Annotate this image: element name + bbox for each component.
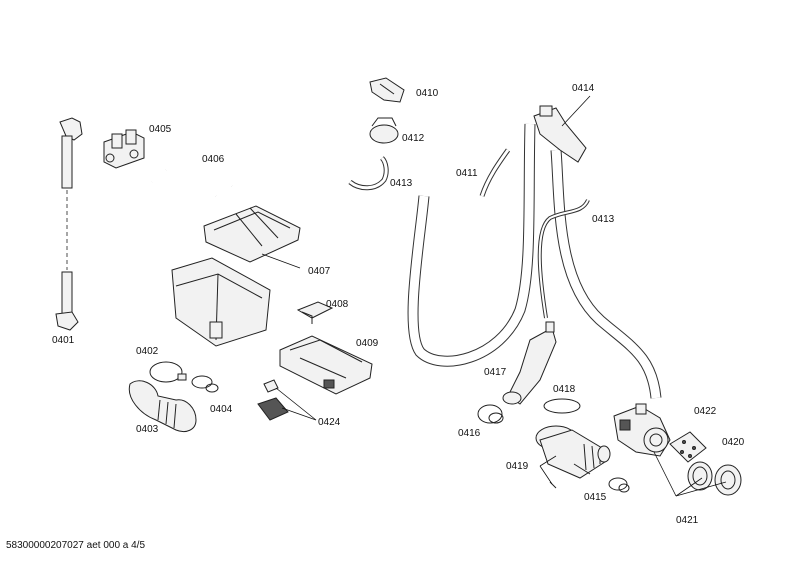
label-0420: 0420 xyxy=(722,437,745,448)
part-pump-motor xyxy=(613,403,671,457)
leader-lines xyxy=(261,95,727,497)
label-0401: 0401 xyxy=(52,335,75,346)
part-drain-hose-large xyxy=(407,123,662,399)
part-0404-clip xyxy=(191,375,219,393)
label-0403: 0403 xyxy=(136,424,159,435)
label-0413-left: 0413 xyxy=(390,178,413,189)
label-0412: 0412 xyxy=(402,133,425,144)
label-0422: 0422 xyxy=(694,406,717,417)
label-0413-right: 0413 xyxy=(592,214,615,225)
document-footer: 58300000207027 aet 000 a 4/5 xyxy=(6,540,146,551)
label-0418: 0418 xyxy=(553,384,576,395)
part-0405-valve xyxy=(103,129,145,169)
part-0401-inlet-hose xyxy=(55,117,83,331)
label-0402: 0402 xyxy=(136,346,159,357)
label-0409: 0409 xyxy=(356,338,379,349)
label-0406: 0406 xyxy=(202,154,225,165)
label-0416: 0416 xyxy=(458,428,481,439)
part-0408-insert xyxy=(296,301,334,324)
label-0410: 0410 xyxy=(416,88,439,99)
label-0407: 0407 xyxy=(308,266,331,277)
part-0415-clip xyxy=(608,477,630,493)
label-0421: 0421 xyxy=(676,515,699,526)
label-0411: 0411 xyxy=(456,168,478,179)
part-0413-thin-hose xyxy=(537,199,590,319)
label-0417: 0417 xyxy=(484,367,507,378)
label-0405: 0405 xyxy=(149,124,172,135)
label-0408: 0408 xyxy=(326,299,349,310)
part-0402-clamp xyxy=(149,361,187,383)
part-0419-pump-housing xyxy=(535,425,611,489)
part-0414-elbow xyxy=(533,105,587,163)
part-0417-sump-hose xyxy=(502,321,557,405)
label-0415: 0415 xyxy=(584,492,607,503)
part-0412-pressure-switch xyxy=(369,117,399,144)
label-0414: 0414 xyxy=(572,83,595,94)
part-0403-bellows xyxy=(128,380,197,433)
part-0420-filter xyxy=(687,461,742,496)
label-0424: 0424 xyxy=(318,417,341,428)
part-0411-hose xyxy=(479,148,511,197)
part-0409-drawer xyxy=(279,335,373,395)
part-0422-gasket xyxy=(669,431,707,463)
part-0406-hoses xyxy=(151,166,234,197)
part-0418-ring xyxy=(543,398,581,414)
part-0424-bracket xyxy=(257,379,289,421)
label-0419: 0419 xyxy=(506,461,529,472)
part-0407-drawer-housing xyxy=(171,205,301,347)
part-0416-clamp xyxy=(477,404,504,424)
part-0410-sensor xyxy=(369,77,405,103)
label-0404: 0404 xyxy=(210,404,233,415)
part-0413-hose-small xyxy=(348,156,389,191)
